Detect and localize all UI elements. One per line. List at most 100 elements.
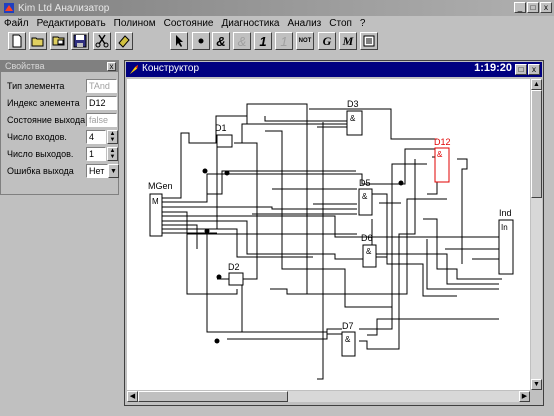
inputs-count-spinner[interactable]: 4 ▲▼ — [86, 130, 119, 144]
output-error-value[interactable]: Нет — [86, 164, 108, 178]
constructor-titlebar[interactable]: Конструктор 1:19:20 □ x — [126, 62, 542, 77]
d6-label: D6 — [361, 233, 373, 243]
d5-symbol: & — [362, 192, 368, 201]
menu-stop[interactable]: Стоп — [329, 17, 352, 29]
and-gate-icon: & — [216, 33, 226, 49]
scroll-down-icon[interactable]: ▼ — [531, 379, 542, 390]
maximize-button[interactable]: □ — [527, 2, 539, 13]
property-label: Число выходов. — [7, 149, 74, 159]
spin-arrows-icon[interactable]: ▲▼ — [107, 147, 118, 161]
d12-label: D12 — [434, 137, 451, 147]
indicator-ind[interactable]: Ind In — [498, 208, 514, 275]
g-generator-tool[interactable]: G — [318, 32, 336, 50]
close-button[interactable]: x — [540, 2, 552, 13]
cut-button[interactable] — [93, 32, 111, 50]
outputs-count-spinner[interactable]: 1 ▲▼ — [86, 147, 119, 161]
open-button[interactable] — [29, 32, 47, 50]
new-file-button[interactable] — [8, 32, 26, 50]
d2-label: D2 — [228, 262, 240, 272]
property-row-output-state: Состояние выхода false — [5, 113, 117, 128]
m-module-tool[interactable]: M — [339, 32, 357, 50]
horizontal-scroll-thumb[interactable] — [138, 391, 288, 402]
d3-symbol: & — [350, 114, 356, 123]
d12-symbol: & — [437, 150, 443, 159]
d7-label: D7 — [342, 321, 354, 331]
scroll-left-icon[interactable]: ◀ — [127, 391, 138, 402]
property-row-inputs: Число входов. 4 ▲▼ — [5, 130, 119, 145]
circuit-diagram[interactable]: MGen M D1 D3 & D12 — [127, 79, 530, 390]
outputs-count-value[interactable]: 1 — [86, 147, 106, 161]
property-row-outputs: Число выходов. 1 ▲▼ — [5, 147, 119, 162]
and-gate-disabled-tool[interactable]: & — [233, 32, 251, 50]
toolbar: & & 1 1 NOT G M — [0, 31, 554, 51]
gate-d6[interactable]: D6 & — [361, 233, 377, 268]
constructor-close-button[interactable]: x — [528, 64, 540, 75]
wires — [162, 103, 502, 380]
open-library-icon — [52, 36, 65, 46]
gate-d7[interactable]: D7 & — [341, 321, 356, 357]
gate-d2[interactable]: D2 — [228, 262, 244, 286]
mgen-label: MGen — [148, 181, 173, 191]
mgen-inner-label: M — [152, 197, 159, 206]
one-gate-tool[interactable]: 1 — [254, 32, 272, 50]
not-gate-icon: NOT — [298, 38, 312, 44]
gate-d5[interactable]: D5 & — [358, 178, 373, 216]
scroll-right-icon[interactable]: ▶ — [519, 391, 530, 402]
gate-d3[interactable]: D3 & — [346, 99, 363, 136]
element-index-field[interactable]: D12 — [86, 96, 117, 110]
d7-symbol: & — [345, 335, 351, 344]
property-label: Индекс элемента — [7, 98, 80, 108]
element-type-field[interactable]: TAnd — [86, 79, 117, 93]
and-gate-disabled-icon: & — [237, 33, 247, 49]
dot-tool[interactable] — [192, 32, 210, 50]
menu-polynom[interactable]: Полином — [113, 17, 156, 29]
constructor-maximize-button[interactable]: □ — [515, 64, 527, 75]
scroll-up-icon[interactable]: ▲ — [531, 79, 542, 90]
one-gate-disabled-icon: 1 — [280, 33, 288, 49]
cut-icon — [95, 34, 109, 48]
mgen-generator[interactable]: MGen M — [148, 181, 173, 237]
vertical-scrollbar[interactable]: ▲ ▼ — [531, 79, 542, 390]
not-gate-tool[interactable]: NOT — [296, 32, 314, 50]
minimize-button[interactable]: _ — [514, 2, 526, 13]
save-button[interactable] — [71, 32, 89, 50]
menu-file[interactable]: Файл — [4, 17, 29, 29]
and-gate-tool[interactable]: & — [212, 32, 230, 50]
horizontal-scrollbar[interactable]: ◀ ▶ — [127, 391, 530, 402]
output-state-field[interactable]: false — [86, 113, 117, 127]
pointer-tool[interactable] — [170, 32, 188, 50]
menu-help[interactable]: ? — [359, 17, 366, 29]
constructor-title: Конструктор — [142, 63, 200, 74]
new-file-icon — [12, 34, 22, 48]
property-label: Тип элемента — [7, 81, 65, 91]
one-gate-disabled-tool[interactable]: 1 — [275, 32, 293, 50]
vertical-scroll-thumb[interactable] — [531, 90, 542, 198]
properties-title: Свойства — [5, 61, 45, 71]
property-label: Состояние выхода — [7, 115, 86, 125]
constructor-icon — [129, 64, 139, 75]
save-icon — [73, 34, 87, 48]
gate-d12-selected[interactable]: D12 & — [434, 137, 451, 183]
gate-d1[interactable]: D1 — [215, 123, 233, 148]
property-label: Число входов. — [7, 132, 67, 142]
menu-edit[interactable]: Редактировать — [36, 17, 106, 29]
app-titlebar[interactable]: Kim Ltd Анализатор _ □ x — [0, 0, 554, 16]
one-gate-icon: 1 — [259, 33, 267, 49]
spin-arrows-icon[interactable]: ▲▼ — [107, 130, 118, 144]
output-error-select[interactable]: Нет ▼ — [86, 164, 119, 178]
menu-state[interactable]: Состояние — [163, 17, 214, 29]
chevron-down-icon[interactable]: ▼ — [108, 164, 119, 178]
eraser-button[interactable] — [115, 32, 133, 50]
d3-label: D3 — [347, 99, 359, 109]
property-row-index: Индекс элемента D12 — [5, 96, 117, 111]
circuit-canvas[interactable]: MGen M D1 D3 & D12 — [127, 79, 530, 390]
properties-close-button[interactable]: x — [107, 62, 116, 71]
indicator-tool[interactable] — [360, 32, 378, 50]
properties-panel: Свойства x Тип элемента TAnd Индекс элем… — [0, 60, 119, 195]
menu-diagnostics[interactable]: Диагностика — [221, 17, 280, 29]
open-library-button[interactable] — [50, 32, 68, 50]
menu-analysis[interactable]: Анализ — [287, 17, 322, 29]
properties-titlebar[interactable]: Свойства x — [1, 61, 118, 72]
inputs-count-value[interactable]: 4 — [86, 130, 106, 144]
